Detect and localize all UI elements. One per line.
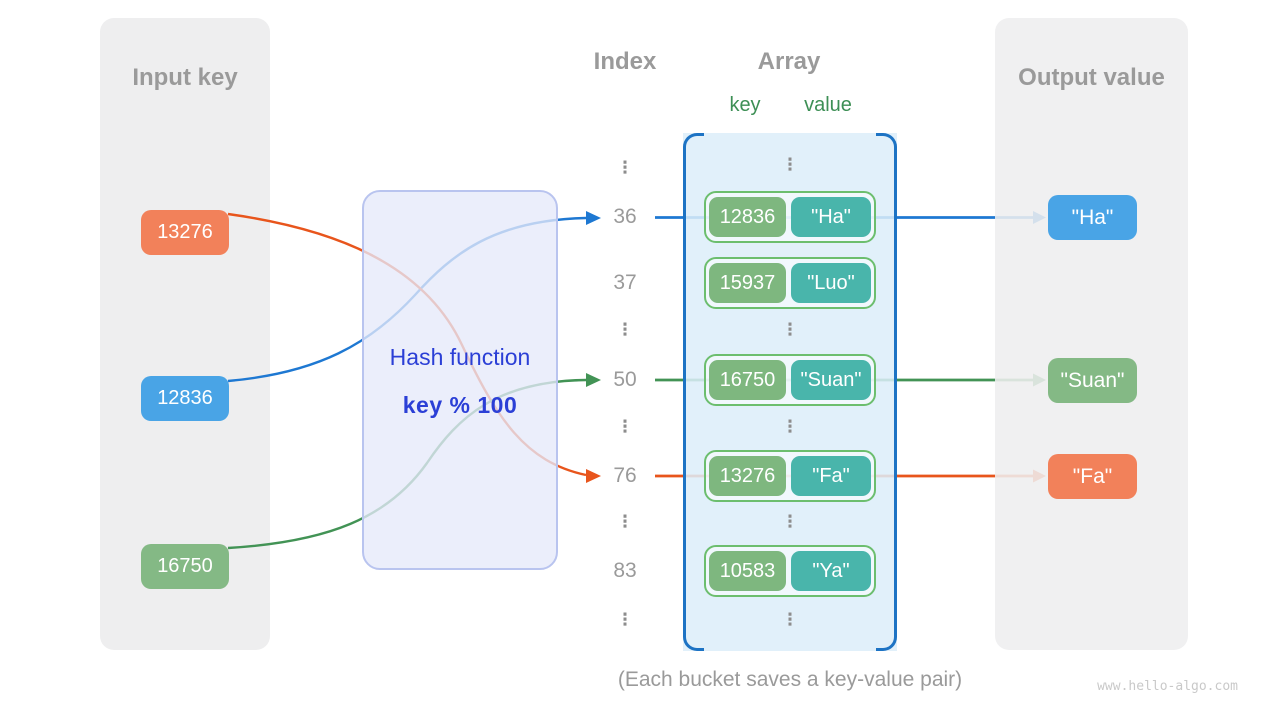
- input-key-box: 13276: [141, 210, 229, 255]
- ellipsis-icon: ⋮: [616, 417, 634, 437]
- ellipsis-icon: ⋮: [616, 158, 634, 178]
- array-pair: 10583 "Ya": [704, 545, 876, 597]
- ellipsis-icon: ⋮: [781, 610, 799, 630]
- pair-value-cell: "Suan": [791, 360, 871, 400]
- value-header: value: [804, 94, 852, 116]
- ellipsis-icon: ⋮: [781, 320, 799, 340]
- index-label: 37: [613, 271, 637, 294]
- output-value-panel: Output value "Ha" "Suan" "Fa": [995, 18, 1188, 650]
- output-value-box: "Suan": [1048, 358, 1137, 403]
- index-label: 50: [613, 368, 637, 391]
- array-pair: 12836 "Ha": [704, 191, 876, 243]
- index-label: 76: [613, 464, 637, 487]
- hash-function-box: Hash function key % 100: [362, 190, 558, 570]
- pair-value-cell: "Fa": [791, 456, 871, 496]
- output-value-box: "Fa": [1048, 454, 1137, 499]
- pair-value-cell: "Luo": [791, 263, 871, 303]
- input-key-panel: Input key 13276 12836 16750: [100, 18, 270, 650]
- index-header: Index: [593, 48, 657, 75]
- ellipsis-icon: ⋮: [616, 512, 634, 532]
- pair-key-cell: 12836: [709, 197, 786, 237]
- pair-key-cell: 16750: [709, 360, 786, 400]
- input-key-title: Input key: [132, 64, 238, 91]
- diagram-caption: (Each bucket saves a key-value pair): [617, 668, 963, 691]
- ellipsis-icon: ⋮: [616, 320, 634, 340]
- ellipsis-icon: ⋮: [781, 417, 799, 437]
- array-pair: 13276 "Fa": [704, 450, 876, 502]
- array-header: Array: [757, 48, 821, 75]
- index-label: 36: [613, 205, 637, 228]
- array-pair: 16750 "Suan": [704, 354, 876, 406]
- ellipsis-icon: ⋮: [616, 610, 634, 630]
- output-value-box: "Ha": [1048, 195, 1137, 240]
- pair-key-cell: 10583: [709, 551, 786, 591]
- array-pair: 15937 "Luo": [704, 257, 876, 309]
- input-key-box: 12836: [141, 376, 229, 421]
- pair-value-cell: "Ya": [791, 551, 871, 591]
- ellipsis-icon: ⋮: [781, 512, 799, 532]
- hash-function-label: Hash function: [389, 344, 531, 370]
- pair-value-cell: "Ha": [791, 197, 871, 237]
- key-header: key: [729, 94, 761, 116]
- output-value-title: Output value: [1018, 64, 1165, 91]
- array-bucket-container: ⋮ 12836 "Ha" 15937 "Luo" ⋮ 16750 "Suan" …: [683, 133, 897, 651]
- pair-key-cell: 15937: [709, 263, 786, 303]
- hash-formula: key % 100: [402, 392, 518, 418]
- pair-key-cell: 13276: [709, 456, 786, 496]
- watermark: www.hello-algo.com: [1097, 679, 1238, 694]
- index-label: 83: [613, 559, 637, 582]
- input-key-box: 16750: [141, 544, 229, 589]
- ellipsis-icon: ⋮: [781, 155, 799, 175]
